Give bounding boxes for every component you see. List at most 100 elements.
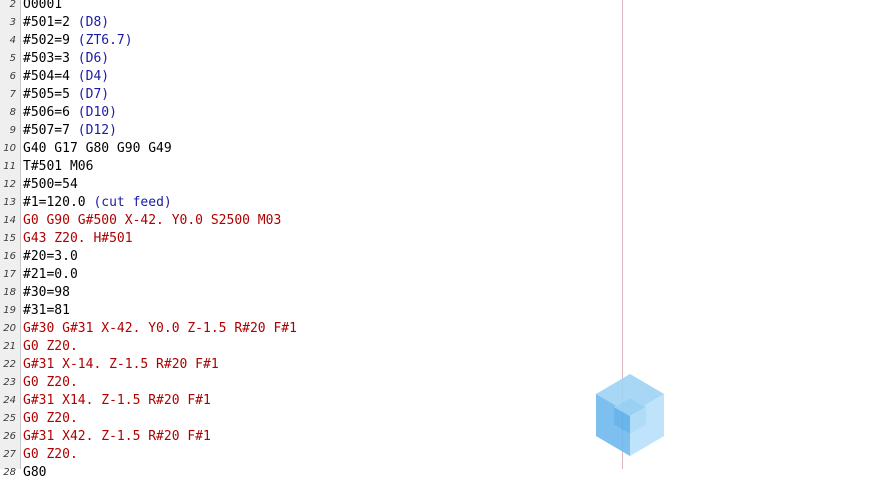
code-text: G#30 G#31 X-42. Y0.0 Z-1.5 R#20 F#1	[23, 320, 297, 338]
code-comment: (D10)	[77, 105, 117, 120]
code-line[interactable]: 12 #500=54	[0, 176, 877, 194]
line-number: 16	[3, 251, 16, 262]
code-line[interactable]: 14 G0 G90 G#500 X-42. Y0.0 S2500 M03	[0, 212, 877, 230]
code-line[interactable]: 24 G#31 X14. Z-1.5 R#20 F#1	[0, 392, 877, 410]
code-text: G43 Z20. H#501	[23, 230, 133, 248]
code-text: #20=3.0	[23, 248, 78, 266]
code-line[interactable]: 2 O0001	[0, 0, 877, 14]
line-number: 24	[3, 395, 16, 406]
code-text: #501=2 (D8)	[23, 14, 109, 32]
code-statement: #504=4	[23, 69, 78, 84]
code-text: G#31 X42. Z-1.5 R#20 F#1	[23, 428, 211, 446]
code-text: G0 Z20.	[23, 374, 78, 392]
line-number: 4	[9, 35, 16, 46]
code-text: G0 G90 G#500 X-42. Y0.0 S2500 M03	[23, 212, 281, 230]
code-statement: #501=2	[23, 15, 78, 30]
code-line[interactable]: 4 #502=9 (ZT6.7)	[0, 32, 877, 50]
line-number: 26	[3, 431, 16, 442]
code-statement: G80	[23, 465, 47, 480]
code-text: G0 Z20.	[23, 446, 78, 464]
code-text: G#31 X14. Z-1.5 R#20 F#1	[23, 392, 211, 410]
code-text: #1=120.0 (cut feed)	[23, 194, 172, 212]
code-line[interactable]: 18 #30=98	[0, 284, 877, 302]
code-line[interactable]: 5 #503=3 (D6)	[0, 50, 877, 68]
code-line[interactable]: 22 G#31 X-14. Z-1.5 R#20 F#1	[0, 356, 877, 374]
code-line[interactable]: 21 G0 Z20.	[0, 338, 877, 356]
line-number: 27	[3, 449, 16, 460]
code-comment: (ZT6.7)	[77, 33, 133, 48]
line-number: 8	[9, 107, 16, 118]
code-comment: (cut feed)	[93, 195, 172, 210]
code-text: #502=9 (ZT6.7)	[23, 32, 133, 50]
line-number: 20	[3, 323, 16, 334]
line-number: 21	[3, 341, 16, 352]
code-statement: G0 Z20.	[23, 339, 78, 354]
code-text: #507=7 (D12)	[23, 122, 117, 140]
code-text: #503=3 (D6)	[23, 50, 109, 68]
code-text: #505=5 (D7)	[23, 86, 109, 104]
code-statement: #21=0.0	[23, 267, 78, 282]
code-statement: G0 G90 G#500 X-42. Y0.0 S2500 M03	[23, 213, 282, 228]
line-number: 11	[3, 161, 16, 172]
code-comment: (D4)	[77, 69, 110, 84]
code-statement: G#31 X-14. Z-1.5 R#20 F#1	[23, 357, 219, 372]
code-line[interactable]: 19#31=81	[0, 302, 877, 320]
code-line[interactable]: 15 G43 Z20. H#501	[0, 230, 877, 248]
code-statement: G0 Z20.	[23, 447, 78, 462]
code-line[interactable]: 8 #506=6 (D10)	[0, 104, 877, 122]
line-number: 22	[3, 359, 16, 370]
code-statement: G#30 G#31 X-42. Y0.0 Z-1.5 R#20 F#1	[23, 321, 297, 336]
code-line[interactable]: 3 #501=2 (D8)	[0, 14, 877, 32]
code-comment: (D7)	[77, 87, 110, 102]
code-line[interactable]: 17 #21=0.0	[0, 266, 877, 284]
line-number: 5	[9, 53, 16, 64]
code-text: #30=98	[23, 284, 70, 302]
line-number: 15	[3, 233, 16, 244]
code-text: G0 Z20.	[23, 410, 78, 428]
line-number: 2	[9, 0, 16, 10]
line-number: 18	[3, 287, 16, 298]
code-line[interactable]: 23 G0 Z20.	[0, 374, 877, 392]
code-line[interactable]: 13 #1=120.0 (cut feed)	[0, 194, 877, 212]
code-text: G80	[23, 464, 46, 482]
code-line[interactable]: 16 #20=3.0	[0, 248, 877, 266]
code-text: #21=0.0	[23, 266, 78, 284]
code-statement: G0 Z20.	[23, 375, 78, 390]
line-number: 17	[3, 269, 16, 280]
line-number: 7	[9, 89, 16, 100]
line-number: 23	[3, 377, 16, 388]
code-statement: #506=6	[23, 105, 78, 120]
code-comment: (D12)	[77, 123, 117, 138]
code-statement: G40 G17 G80 G90 G49	[23, 141, 172, 156]
code-line[interactable]: 11 T#501 M06	[0, 158, 877, 176]
line-number: 14	[3, 215, 16, 226]
code-text: #506=6 (D10)	[23, 104, 117, 122]
hexagon-cube-logo-icon	[596, 374, 664, 456]
code-text: #504=4 (D4)	[23, 68, 109, 86]
code-line[interactable]: 26 G#31 X42. Z-1.5 R#20 F#1	[0, 428, 877, 446]
code-statement: G#31 X42. Z-1.5 R#20 F#1	[23, 429, 211, 444]
code-statement: #31=81	[23, 303, 70, 318]
code-statement: #502=9	[23, 33, 78, 48]
code-text: O0001	[23, 0, 62, 14]
code-line[interactable]: 6#504=4 (D4)	[0, 68, 877, 86]
line-number: 3	[9, 17, 16, 28]
print-margin-line	[622, 0, 623, 469]
code-line[interactable]: 27 G0 Z20.	[0, 446, 877, 464]
code-text: G#31 X-14. Z-1.5 R#20 F#1	[23, 356, 219, 374]
line-number-gutter	[0, 0, 21, 469]
code-line[interactable]: 20 G#30 G#31 X-42. Y0.0 Z-1.5 R#20 F#1	[0, 320, 877, 338]
code-text: #31=81	[23, 302, 70, 320]
line-number: 13	[3, 197, 16, 208]
code-line[interactable]: 7 #505=5 (D7)	[0, 86, 877, 104]
code-statement: G0 Z20.	[23, 411, 78, 426]
line-number: 12	[3, 179, 16, 190]
code-statement: #1=120.0	[23, 195, 94, 210]
code-line[interactable]: 9#507=7 (D12)	[0, 122, 877, 140]
code-text: #500=54	[23, 176, 78, 194]
code-text: T#501 M06	[23, 158, 93, 176]
